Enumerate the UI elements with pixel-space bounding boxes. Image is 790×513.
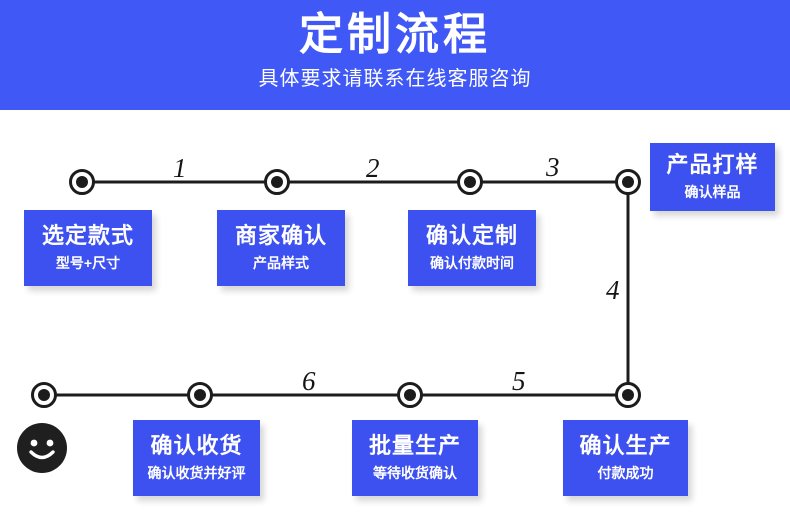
- step-card-subtitle: 确认样品: [684, 184, 741, 200]
- flow-node-6[interactable]: [397, 382, 423, 408]
- flow-node-5[interactable]: [615, 382, 641, 408]
- connector-lines: [44, 180, 630, 397]
- step-card-subtitle: 确认收货并好评: [147, 465, 246, 481]
- header-banner: 定制流程 具体要求请联系在线客服咨询: [0, 0, 790, 110]
- flow-node-4[interactable]: [615, 169, 641, 195]
- step-card-subtitle: 等待收货确认: [373, 465, 457, 481]
- connector-label-6: 6: [302, 366, 316, 396]
- step-card-confirm-production[interactable]: 确认生产 付款成功: [563, 420, 688, 496]
- flow-node-2[interactable]: [264, 169, 290, 195]
- step-card-title: 确认收货: [150, 433, 243, 458]
- flow-node-8[interactable]: [31, 382, 57, 408]
- step-card-mass-production[interactable]: 批量生产 等待收货确认: [352, 420, 478, 496]
- step-card-product-sampling[interactable]: 产品打样 确认样品: [650, 143, 775, 211]
- connector-label-1: 1: [173, 153, 187, 183]
- step-card-confirm-customization[interactable]: 确认定制 确认付款时间: [408, 210, 536, 286]
- step-card-subtitle: 确认付款时间: [430, 255, 514, 271]
- smiley-face-icon: [17, 423, 67, 473]
- step-card-title: 产品打样: [666, 152, 759, 177]
- connector-label-4: 4: [606, 275, 620, 305]
- connector-label-5: 5: [512, 366, 526, 396]
- flow-node-3[interactable]: [457, 169, 483, 195]
- step-card-subtitle: 型号+尺寸: [55, 255, 121, 271]
- connector-label-2: 2: [366, 153, 380, 183]
- step-card-subtitle: 付款成功: [597, 465, 654, 481]
- page-title: 定制流程: [299, 10, 491, 59]
- page-subtitle: 具体要求请联系在线客服咨询: [258, 68, 532, 90]
- step-card-title: 确认定制: [425, 223, 518, 248]
- flow-diagram: 1 2 3 4 5 6 选定款式 型号+尺寸 商家确认 产品样式 确认定制 确认…: [0, 110, 790, 513]
- step-card-title: 确认生产: [579, 433, 672, 458]
- step-card-subtitle: 产品样式: [253, 255, 309, 271]
- flow-node-1[interactable]: [69, 169, 95, 195]
- step-card-title: 批量生产: [368, 433, 461, 458]
- step-card-title: 选定款式: [41, 223, 134, 248]
- step-card-title: 商家确认: [234, 223, 327, 248]
- step-card-select-style[interactable]: 选定款式 型号+尺寸: [24, 210, 152, 286]
- step-card-merchant-confirm[interactable]: 商家确认 产品样式: [217, 210, 345, 286]
- connector-label-3: 3: [546, 152, 560, 182]
- flow-node-7[interactable]: [187, 382, 213, 408]
- step-card-confirm-receipt[interactable]: 确认收货 确认收货并好评: [133, 420, 260, 496]
